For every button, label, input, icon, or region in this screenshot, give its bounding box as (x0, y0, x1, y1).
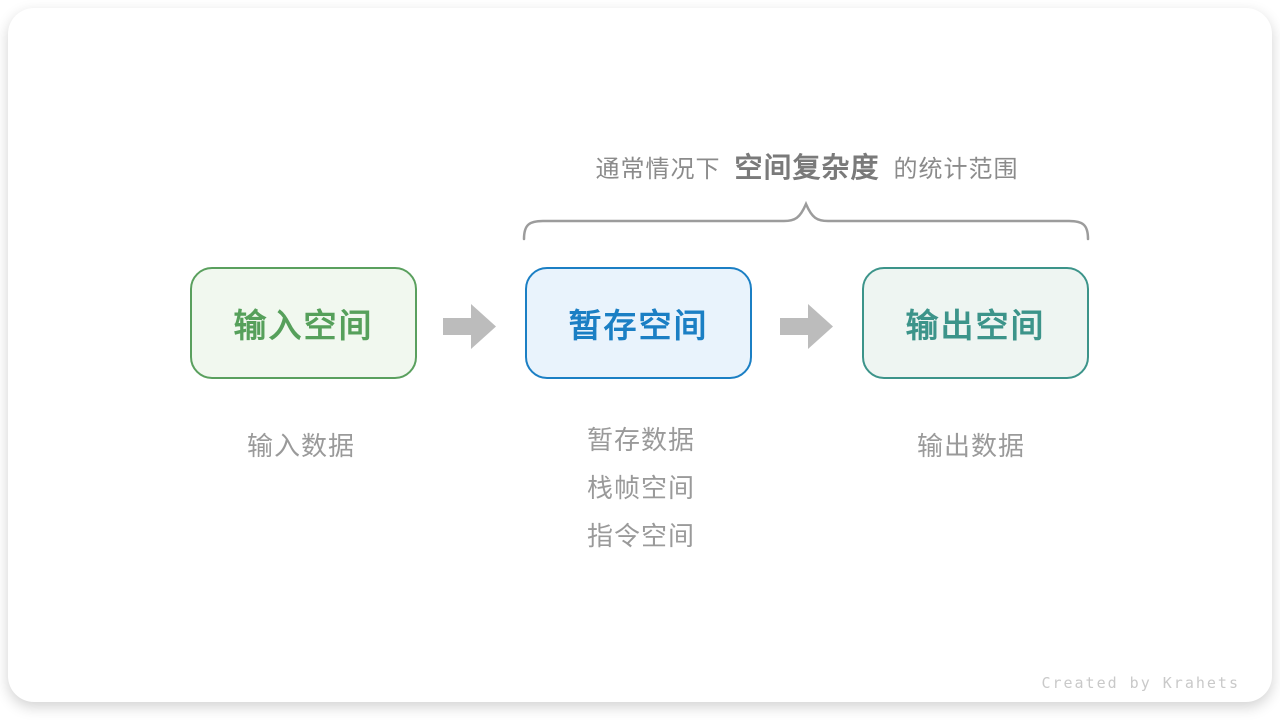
temp-space-notes: 暂存数据 栈帧空间 指令空间 (587, 416, 695, 560)
scope-annotation: 通常情况下 空间复杂度 的统计范围 (450, 146, 1164, 186)
output-space-box: 输出空间 (862, 267, 1089, 379)
output-space-label: 输出空间 (905, 307, 1046, 344)
scope-annotation-suffix: 的统计范围 (893, 155, 1019, 183)
input-space-label: 输入空间 (233, 307, 374, 344)
note-item: 输出数据 (917, 431, 1026, 461)
output-space-notes: 输出数据 (917, 426, 1025, 463)
temp-space-label: 暂存空间 (568, 307, 709, 344)
note-item: 指令空间 (587, 521, 696, 551)
scope-brace (521, 199, 1091, 241)
scope-annotation-highlight: 空间复杂度 (734, 152, 880, 183)
input-space-box: 输入空间 (190, 267, 417, 379)
note-item: 输入数据 (247, 431, 356, 461)
arrow-right-icon (780, 304, 833, 349)
note-item: 暂存数据 (587, 425, 696, 455)
arrow-right-icon (443, 304, 496, 349)
note-item: 栈帧空间 (587, 473, 696, 503)
scope-annotation-prefix: 通常情况下 (595, 155, 721, 183)
curly-brace-icon (522, 200, 1090, 241)
temp-space-box: 暂存空间 (525, 267, 752, 379)
input-space-notes: 输入数据 (247, 426, 355, 463)
credit-text: Created by Krahets (1041, 674, 1240, 692)
